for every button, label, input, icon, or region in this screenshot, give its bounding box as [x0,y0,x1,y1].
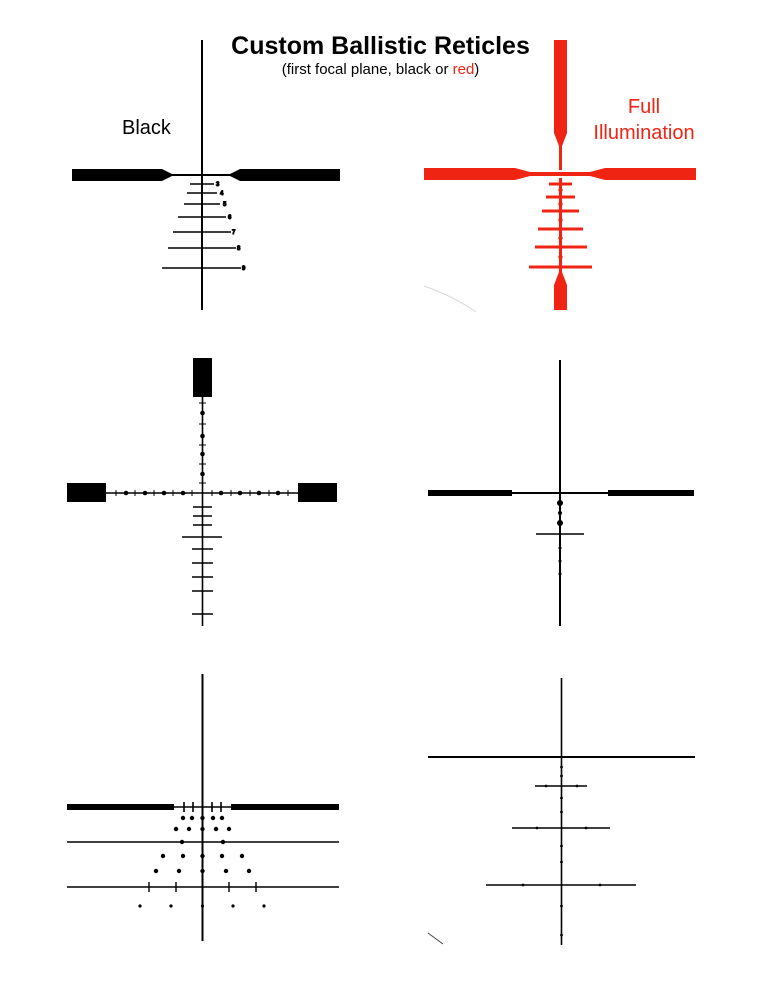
right-heavy-post [298,483,337,502]
holdover-dot [558,201,563,207]
holdover-dot [558,559,562,563]
reticle-fine-crosshair [428,360,694,626]
windage-ticks [148,882,257,892]
holdover-dot [557,520,563,526]
holdover-number: 4 [220,191,224,197]
reticle-red-illuminated [424,40,696,310]
right-heavy-post [202,169,340,181]
windage-dots [138,815,266,908]
holdover-dot [558,235,563,241]
center-ticks [183,802,222,812]
holdover-ladder [182,506,222,615]
reticle-christmas-tree [67,674,339,941]
left-heavy-post [424,168,560,180]
subtitle-prefix: (first focal plane, black or [281,61,453,78]
scope-edge-arc [423,285,477,313]
reticle-mil-dot [67,358,337,626]
page-subtitle: (first focal plane, black or red) [0,61,761,79]
mil-dots-vertical [200,410,205,477]
holdover-number: 5 [223,202,227,208]
label-full-line2: Illumination [593,122,695,144]
reticle-black-ballistic: 3 4 5 6 7 8 9 [72,40,340,310]
holdover-number: 7 [232,230,236,236]
holdover-number: 9 [242,266,246,272]
left-heavy-post [67,804,174,810]
holdover-dot [558,511,562,515]
holdover-dot [558,187,563,193]
half-mil-ticks-vertical [199,402,206,484]
page-title: Custom Ballistic Reticles [231,32,530,60]
top-heavy-post [193,358,212,397]
reticle-wide-bar [428,678,695,945]
mil-dots-horizontal [123,490,281,496]
left-heavy-post [67,483,106,502]
holdover-number: 3 [216,182,220,188]
top-heavy-post [554,40,567,170]
windage-dots [521,784,602,887]
holdover-dot [557,500,563,506]
right-heavy-post [608,490,694,496]
label-black: Black [122,117,171,139]
holdover-number: 6 [228,215,232,221]
vertical-dots [560,765,563,937]
right-heavy-post [560,168,696,180]
right-heavy-post [231,804,339,810]
half-mil-ticks-horizontal [115,490,289,496]
holdover-dot [558,546,562,550]
holdover-dot [558,254,563,260]
subtitle-red-word: red [452,61,475,78]
scope-edge-mark [427,932,444,945]
left-heavy-post [72,169,202,181]
left-heavy-post [428,490,512,496]
label-full-line1: Full [627,96,661,118]
holdover-number: 8 [237,246,241,252]
holdover-dot [558,572,562,576]
label-full-illumination: Full Illumination [584,94,704,146]
subtitle-suffix: ) [474,61,480,78]
holdover-dot [558,217,563,223]
bottom-heavy-post [554,178,567,310]
